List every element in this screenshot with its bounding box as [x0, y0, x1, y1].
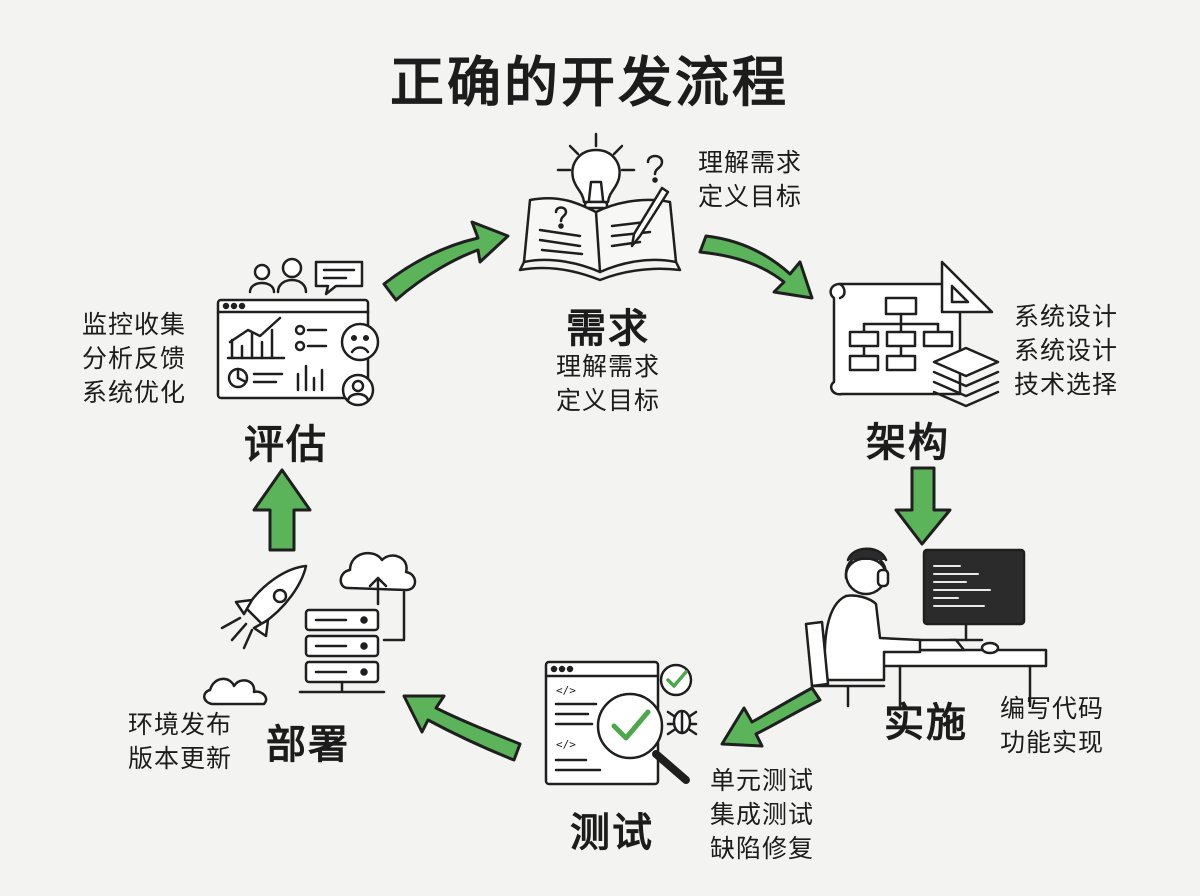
- evaluation-notes: 监控收集 分析反馈 系统优化: [82, 308, 186, 410]
- requirements-note: 定义目标: [556, 386, 661, 415]
- rocket-server-cloud-icon: [203, 551, 417, 706]
- stage-label-deployment: 部署: [266, 722, 350, 768]
- architecture-notes: 系统设计 系统设计 技术选择: [1014, 300, 1118, 402]
- evaluation-note: 分析反馈: [82, 344, 187, 373]
- lightbulb-book-icon: [518, 132, 682, 282]
- deployment-notes: 环境发布 版本更新: [128, 708, 232, 776]
- analytics-dashboard-icon: [216, 257, 380, 407]
- testing-note: 集成测试: [710, 800, 815, 829]
- requirements-note: 理解需求: [556, 352, 661, 381]
- deployment-note: 环境发布: [128, 710, 233, 739]
- arrow-architecture-to-implementation: [894, 466, 952, 546]
- testing-notes: 单元测试 集成测试 缺陷修复: [710, 764, 814, 866]
- stage-label-requirements: 需求: [566, 306, 650, 352]
- stage-label-testing: 测试: [570, 810, 654, 856]
- requirements-side-note: 定义目标: [698, 182, 803, 211]
- page-title: 正确的开发流程: [390, 51, 789, 114]
- stage-label-evaluation: 评估: [244, 422, 328, 468]
- arrow-evaluation-to-requirements: [382, 220, 510, 302]
- arrow-requirements-to-architecture: [698, 234, 814, 300]
- testing-note: 单元测试: [710, 766, 815, 795]
- evaluation-note: 监控收集: [82, 310, 187, 339]
- architecture-note: 系统设计: [1014, 302, 1119, 331]
- requirements-side-note: 理解需求: [698, 148, 803, 177]
- requirements-side-notes: 理解需求 定义目标: [698, 146, 802, 214]
- implementation-note: 编写代码: [1000, 694, 1105, 723]
- stage-label-implementation: 实施: [884, 700, 968, 746]
- testing-note: 缺陷修复: [710, 834, 815, 863]
- arrow-implementation-to-testing: [720, 686, 822, 748]
- svg-text:</>: </>: [556, 684, 576, 697]
- architecture-note: 系统设计: [1014, 336, 1119, 365]
- code-magnifier-bug-icon: </> </>: [544, 660, 698, 786]
- stage-label-architecture: 架构: [866, 420, 950, 466]
- arrow-testing-to-deployment: [402, 694, 522, 762]
- requirements-notes: 理解需求 定义目标: [556, 350, 660, 418]
- developer-at-computer-icon: [804, 547, 1048, 708]
- cycle-arrows: [252, 220, 952, 762]
- svg-text:</>: </>: [556, 738, 576, 751]
- arrow-deployment-to-evaluation: [252, 468, 312, 552]
- implementation-notes: 编写代码 功能实现: [1000, 692, 1104, 760]
- blueprint-flowchart-icon: [829, 260, 1000, 408]
- deployment-note: 版本更新: [128, 744, 233, 773]
- architecture-note: 技术选择: [1014, 370, 1119, 399]
- evaluation-note: 系统优化: [82, 378, 187, 407]
- implementation-note: 功能实现: [1000, 728, 1105, 757]
